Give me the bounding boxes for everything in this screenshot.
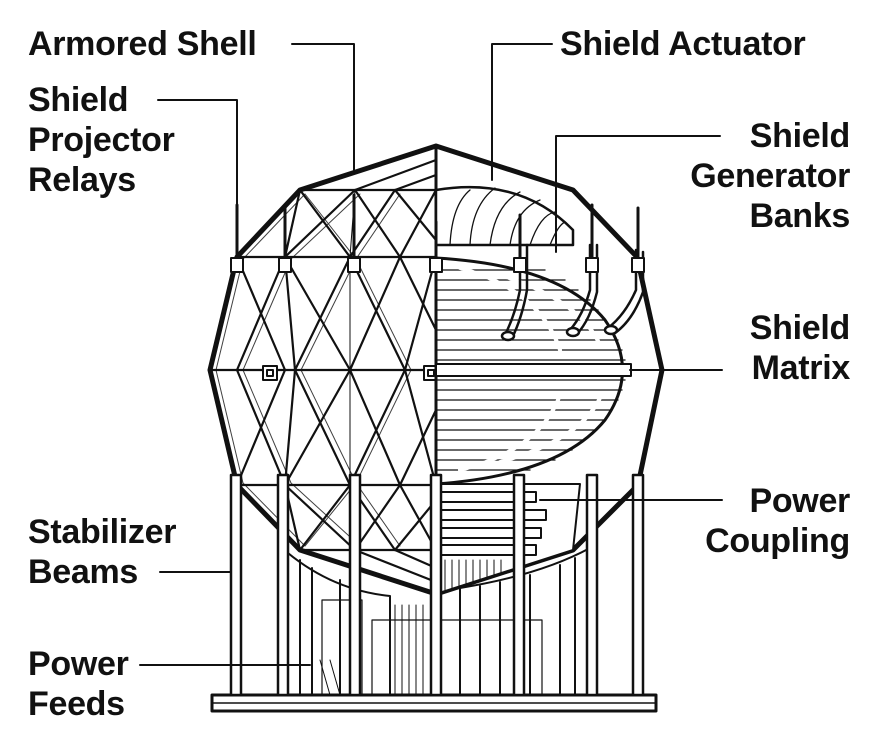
shield-actuator bbox=[434, 185, 575, 247]
armored-lattice-inner bbox=[215, 193, 412, 547]
label-power-coupling: Power Coupling bbox=[705, 482, 850, 560]
label-shield-generator-banks: Shield Generator Banks bbox=[690, 117, 850, 235]
label-armored-shell: Armored Shell bbox=[28, 25, 257, 63]
base-platform bbox=[210, 693, 658, 713]
power-feeds-structure bbox=[281, 547, 591, 696]
label-power-feeds: Power Feeds bbox=[28, 645, 129, 723]
label-shield-matrix: Shield Matrix bbox=[749, 309, 851, 387]
shield-generator-banks bbox=[500, 243, 645, 342]
leader-lines bbox=[139, 43, 723, 666]
stabilizer-beams bbox=[229, 473, 645, 697]
label-stabilizer-beams: Stabilizer Beams bbox=[28, 513, 177, 591]
label-shield-projector-relays: Shield Projector Relays bbox=[28, 81, 175, 199]
label-shield-actuator: Shield Actuator bbox=[560, 25, 806, 63]
shield-matrix bbox=[434, 256, 632, 486]
armored-lattice bbox=[208, 144, 438, 596]
shield-projector-relays bbox=[230, 193, 645, 273]
